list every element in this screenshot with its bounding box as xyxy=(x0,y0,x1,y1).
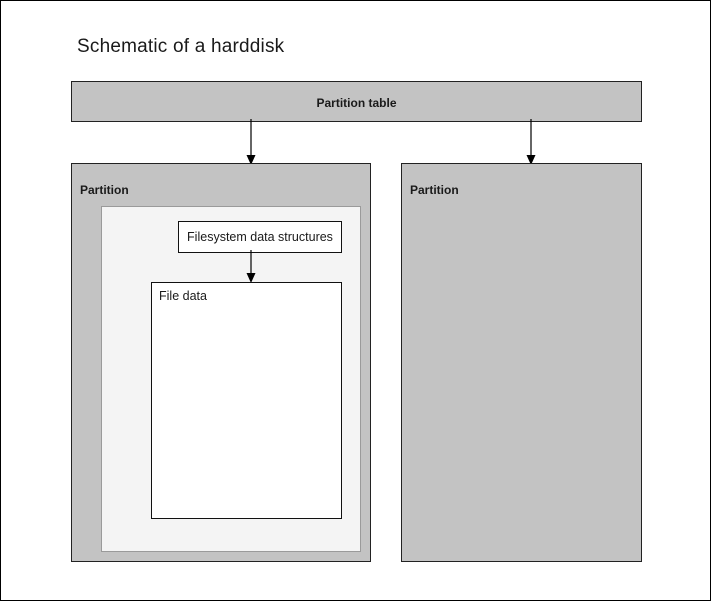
partition-table-label: Partition table xyxy=(316,96,397,110)
file-data-box[interactable]: File data xyxy=(151,282,342,519)
file-data-label: File data xyxy=(159,289,207,303)
page-title: Schematic of a harddisk xyxy=(77,36,285,57)
filesystem-data-structures-box[interactable]: Filesystem data structures xyxy=(178,221,342,253)
partition-left-label: Partition xyxy=(80,183,129,197)
partition-table-box[interactable]: Partition table xyxy=(71,81,642,122)
arrow-filesystem-structures-to-file-data-icon xyxy=(246,250,256,283)
partition-right-box[interactable]: Partition xyxy=(401,163,642,562)
filesystem-data-structures-label: Filesystem data structures xyxy=(187,230,333,244)
partition-right-label: Partition xyxy=(410,183,459,197)
arrow-partition-table-to-right-partition-icon xyxy=(526,119,536,165)
arrow-partition-table-to-left-partition-icon xyxy=(246,119,256,165)
